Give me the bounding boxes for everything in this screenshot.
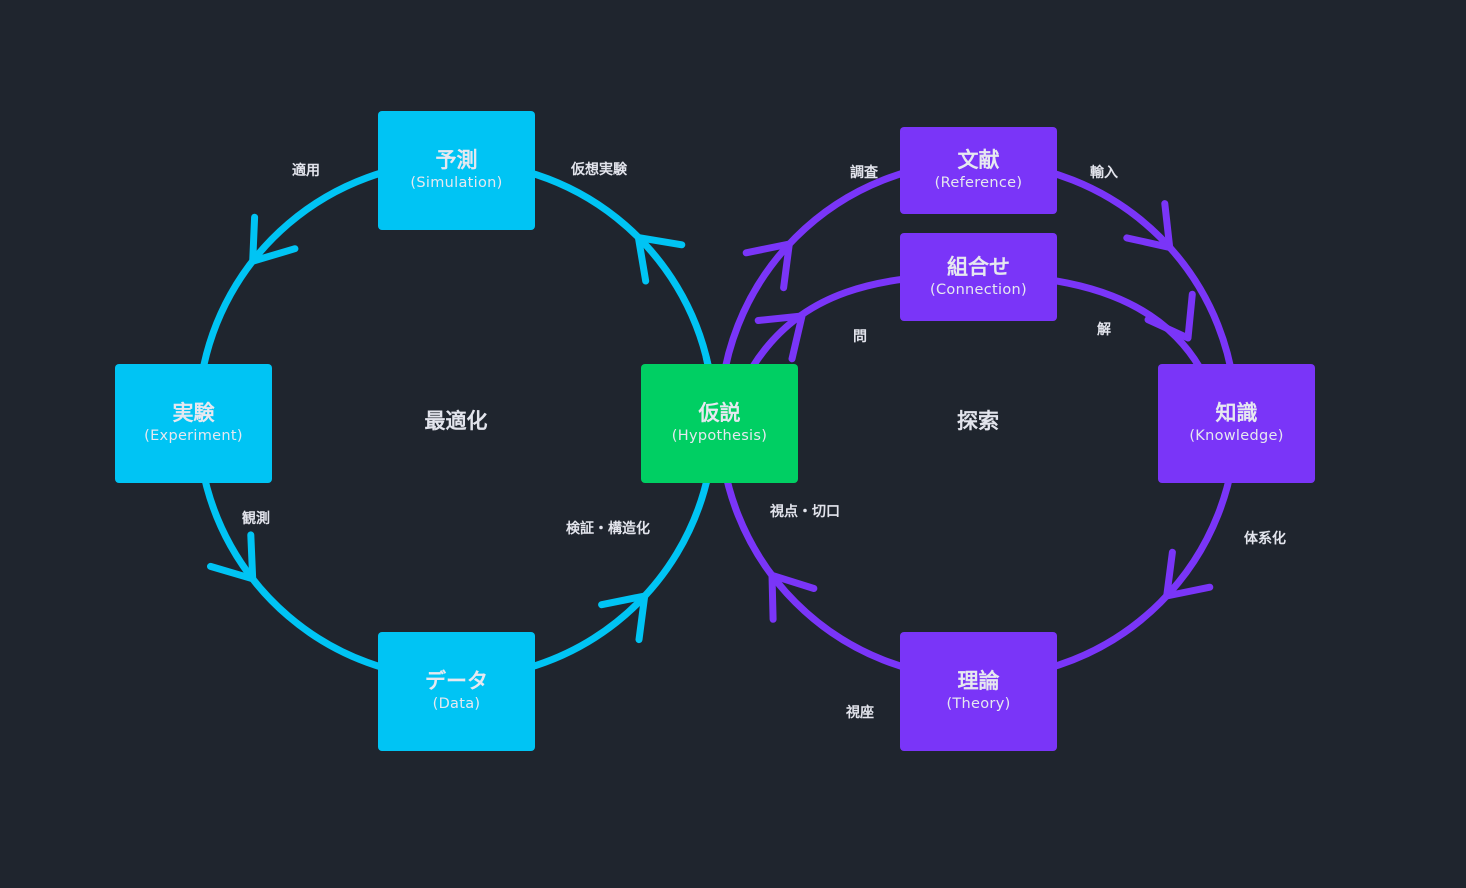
edge-label-systematize: 体系化	[1244, 531, 1286, 547]
node-experiment-jp: 実験	[172, 401, 215, 425]
node-data-jp: データ	[425, 669, 488, 693]
arrowhead-to-theory	[1163, 548, 1214, 600]
node-experiment[interactable]: 実験 (Experiment)	[115, 364, 272, 483]
node-simulation[interactable]: 予測 (Simulation)	[378, 111, 535, 230]
edge-label-question: 問	[853, 329, 867, 345]
arrowhead-to-simulation	[634, 234, 686, 285]
node-connection[interactable]: 組合せ (Connection)	[900, 233, 1057, 321]
node-hypothesis-en: (Hypothesis)	[671, 428, 768, 444]
node-data-en: (Data)	[432, 696, 481, 712]
arrowhead-to-hypothesis-right	[768, 571, 818, 623]
optimization-cycle-title: 最適化	[424, 409, 488, 433]
edge-label-observe: 観測	[242, 511, 270, 527]
node-knowledge[interactable]: 知識 (Knowledge)	[1158, 364, 1315, 483]
edge-label-virtual-experiment: 仮想実験	[571, 162, 627, 178]
node-connection-jp: 組合せ	[947, 254, 1010, 279]
node-knowledge-en: (Knowledge)	[1189, 428, 1284, 444]
node-reference-jp: 文献	[957, 148, 1000, 172]
node-hypothesis[interactable]: 仮説 (Hypothesis)	[641, 364, 798, 483]
exploration-cycle-arcs	[716, 158, 1240, 682]
node-data[interactable]: データ (Data)	[378, 632, 535, 751]
arrowhead-to-hypothesis-left	[598, 592, 649, 644]
edge-label-perspective-angle: 視点・切口	[770, 504, 840, 520]
arrowhead-to-reference	[742, 240, 793, 292]
node-simulation-en: (Simulation)	[410, 175, 503, 191]
node-hypothesis-jp: 仮説	[698, 401, 741, 425]
edge-label-survey: 調査	[850, 165, 878, 181]
exploration-cycle-title: 探索	[957, 409, 999, 433]
edge-label-verify-structure: 検証・構造化	[566, 521, 650, 537]
edge-label-apply: 適用	[292, 163, 320, 179]
node-reference[interactable]: 文献 (Reference)	[900, 127, 1057, 214]
arrowhead-to-knowledge	[1123, 200, 1174, 251]
node-connection-en: (Connection)	[930, 281, 1027, 298]
node-theory-en: (Theory)	[946, 696, 1011, 712]
edge-label-answer: 解	[1097, 322, 1111, 338]
arrowhead-to-data	[207, 531, 257, 583]
edge-label-import: 輸入	[1090, 165, 1118, 181]
arrowhead-connection-to-knowledge	[1144, 290, 1196, 342]
node-theory[interactable]: 理論 (Theory)	[900, 632, 1057, 751]
node-experiment-en: (Experiment)	[144, 428, 243, 444]
edge-label-viewpoint-seat: 視座	[846, 705, 874, 721]
arrowhead-to-connection	[754, 312, 806, 363]
node-reference-en: (Reference)	[934, 175, 1023, 191]
node-simulation-jp: 予測	[435, 148, 478, 172]
node-knowledge-jp: 知識	[1215, 401, 1258, 425]
node-theory-jp: 理論	[957, 669, 1000, 693]
arrowhead-to-experiment	[249, 213, 299, 265]
